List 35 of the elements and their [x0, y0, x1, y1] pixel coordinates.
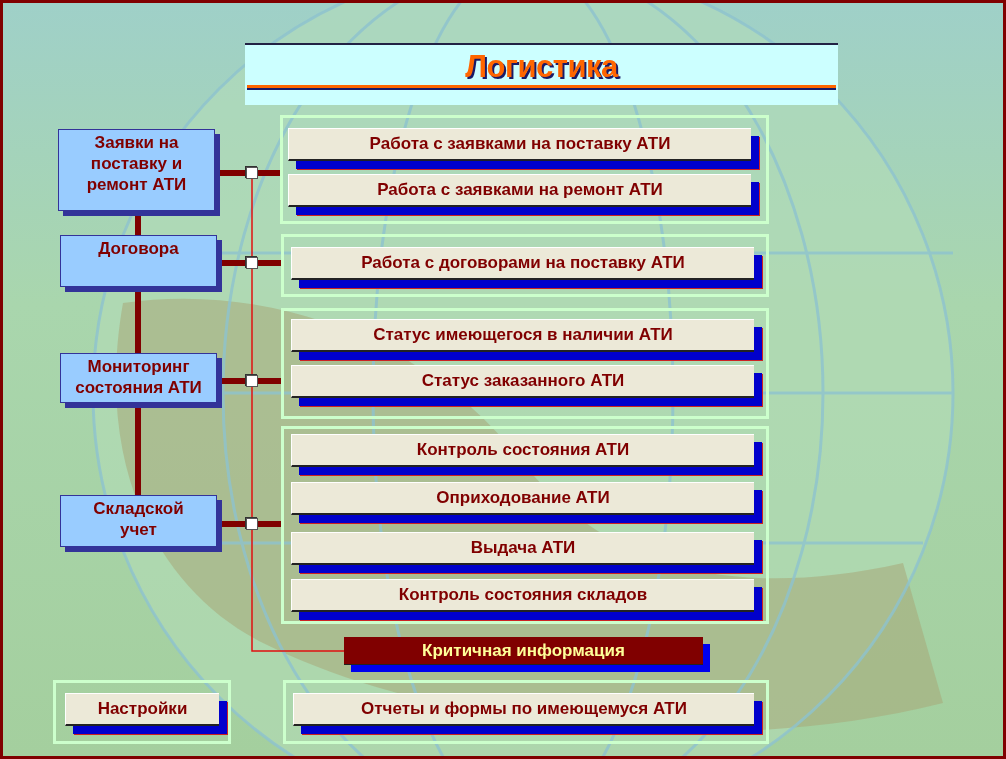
title: Логистика [465, 49, 618, 85]
junction-square [246, 518, 258, 530]
node-label: Статус заказанного АТИ [421, 371, 625, 391]
node-label: Договора [98, 238, 179, 259]
node-label: Мониторинг состояния АТИ [74, 356, 203, 398]
connector-line [258, 260, 281, 266]
node-label: Оприходование АТИ [436, 488, 610, 508]
node-label: Складской учет [92, 498, 185, 540]
node-label: Статус имеющегося в наличии АТИ [373, 325, 673, 345]
connector-line [258, 521, 281, 527]
connector-line [258, 170, 280, 176]
node-label: Отчеты и формы по имеющемуся АТИ [361, 699, 687, 719]
group-frame [280, 115, 769, 224]
group-frame [281, 234, 769, 297]
node-label: Настройки [97, 699, 188, 719]
junction-square [246, 257, 258, 269]
group-frame [281, 426, 769, 624]
junction-square [246, 167, 258, 179]
connector-line [251, 178, 253, 258]
connector-line [258, 378, 281, 384]
group-frame [53, 680, 231, 744]
group-frame [281, 308, 769, 419]
node-label: Работа с заявками на ремонт АТИ [377, 180, 663, 200]
node-label: Работа с заявками на поставку АТИ [369, 134, 671, 154]
junction-square [246, 375, 258, 387]
node-label: Критичная информация [422, 640, 625, 661]
node-label: Контроль состояния АТИ [416, 440, 630, 460]
node-label: Контроль состояния складов [398, 585, 648, 605]
connector-line [251, 386, 253, 519]
connector-line [251, 268, 253, 376]
node-label: Заявки на поставку и ремонт АТИ [85, 132, 188, 195]
group-frame [283, 680, 769, 744]
node-label: Работа с договорами на поставку АТИ [361, 253, 685, 273]
connector-line [251, 529, 345, 652]
node-label: Выдача АТИ [470, 538, 576, 558]
